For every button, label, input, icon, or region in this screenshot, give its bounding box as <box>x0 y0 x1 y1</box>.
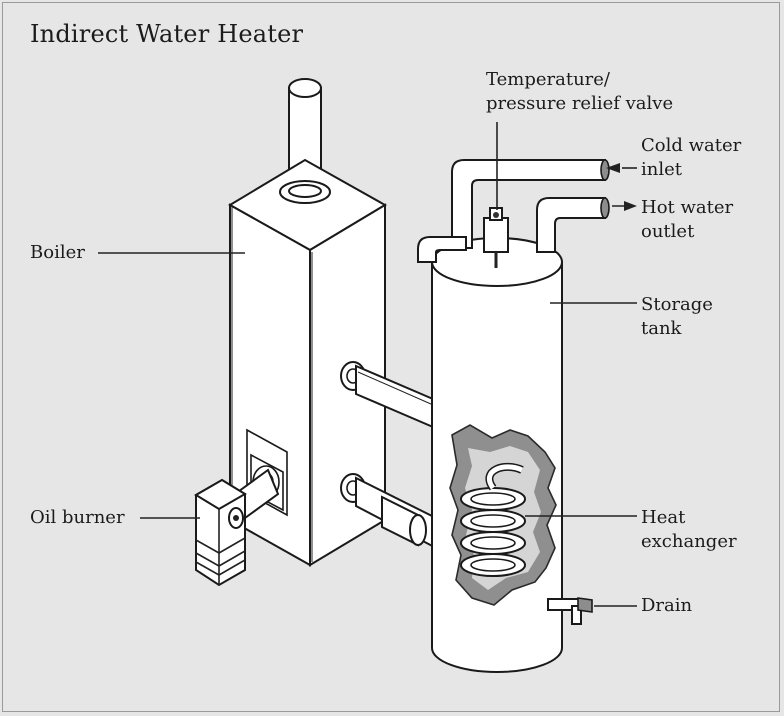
storage-tank-illustration <box>431 237 593 673</box>
label-storage-tank: Storage tank <box>641 294 713 339</box>
heat-exchanger-coil <box>460 462 526 577</box>
label-temperature-pressure-relief-valve: Temperature/ pressure relief valve <box>486 69 674 114</box>
diagram-title: Indirect Water Heater <box>30 20 304 48</box>
label-heat-exchanger: Heat exchanger <box>641 507 737 552</box>
boiler-illustration <box>228 78 387 567</box>
tank-top-piping <box>417 159 610 268</box>
connecting-pipes <box>355 364 441 552</box>
label-cold-water-inlet: Cold water inlet <box>641 135 742 180</box>
label-hot-water-outlet: Hot water outlet <box>641 197 734 242</box>
label-boiler: Boiler <box>30 242 85 263</box>
label-drain: Drain <box>641 595 693 616</box>
label-oil-burner: Oil burner <box>30 507 125 528</box>
leader-lines <box>98 122 637 607</box>
drain-valve <box>547 597 593 625</box>
oil-burner-illustration <box>194 468 280 587</box>
